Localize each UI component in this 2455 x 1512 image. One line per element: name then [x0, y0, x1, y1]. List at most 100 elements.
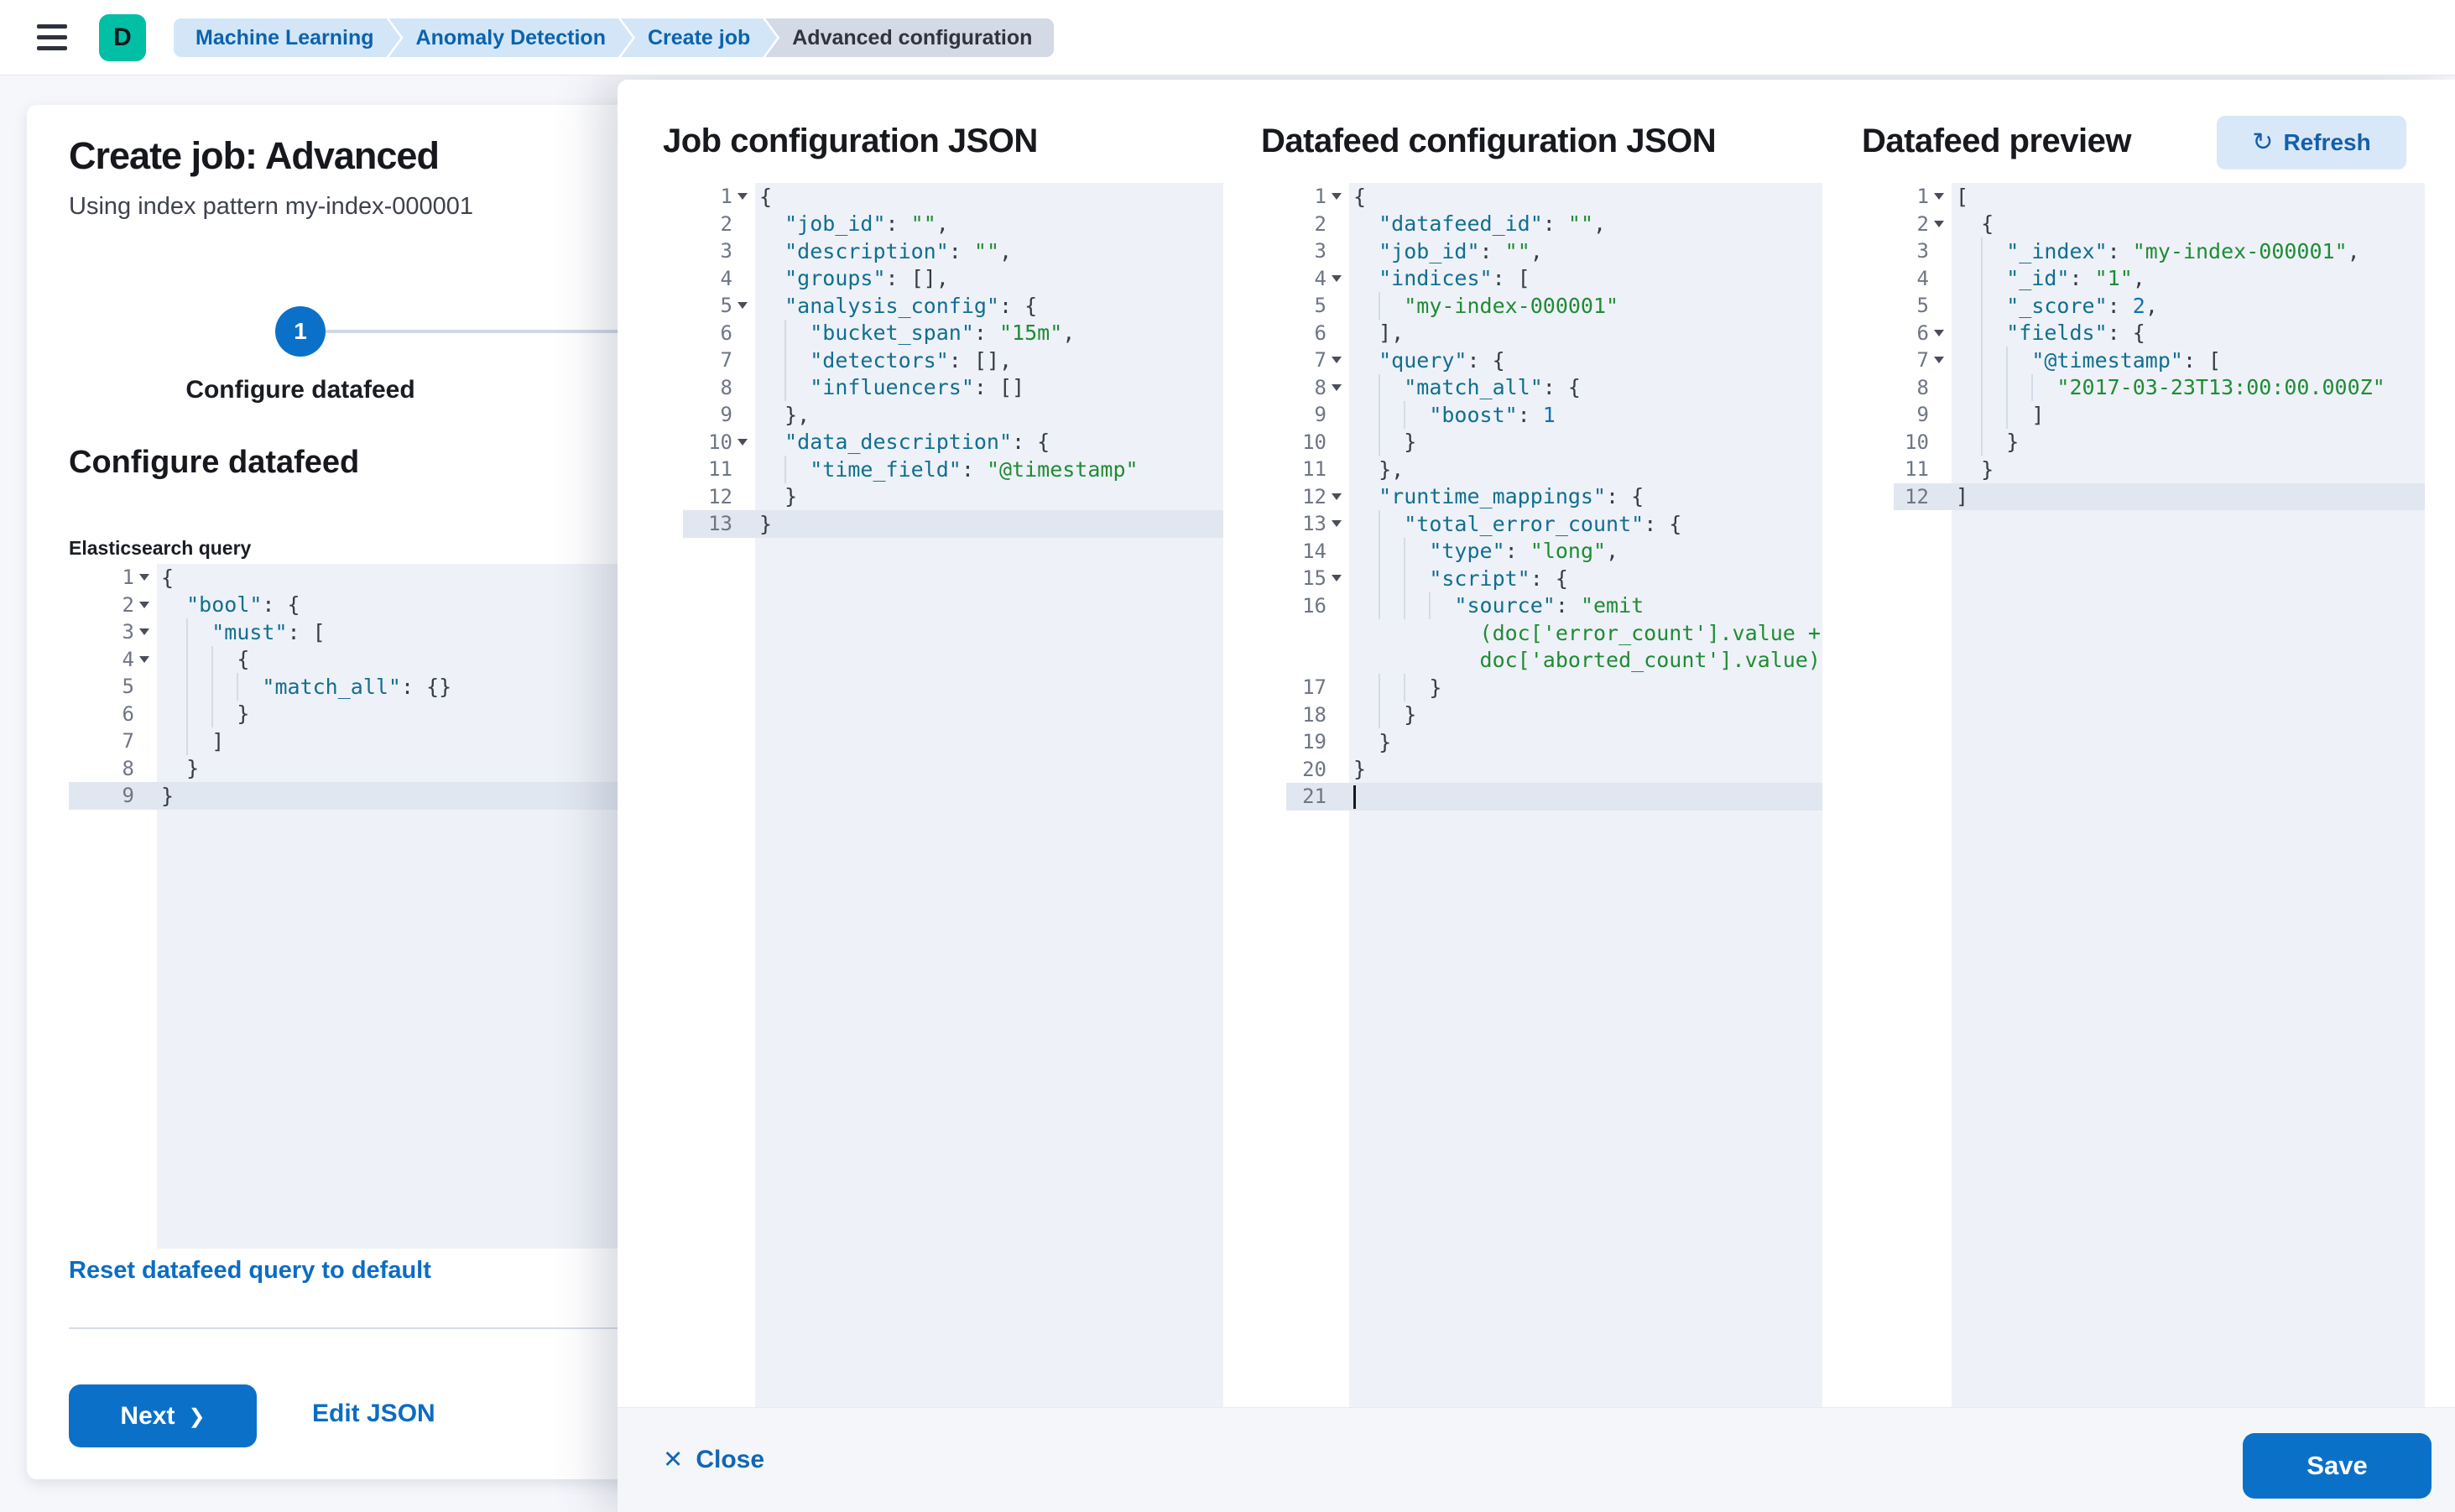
fold-caret-icon[interactable]	[1332, 357, 1342, 364]
step-1-label: Configure datafeed	[185, 376, 415, 404]
code-line: doc['aborted_count'].value)"	[1479, 648, 1822, 673]
code-line: 2 "datafeed_id": "",	[1314, 211, 1607, 237]
code-line: 7 "query": {	[1314, 347, 1505, 373]
code-line: 1{	[720, 184, 773, 209]
code-line: 2 {	[1916, 211, 1994, 237]
panel-divider	[69, 1327, 618, 1329]
code-line: 10 }	[1905, 428, 2020, 456]
fold-caret-icon[interactable]	[1934, 329, 1944, 336]
code-line: 1[	[1916, 184, 1969, 209]
page-subtitle: Using index pattern my-index-000001	[69, 193, 473, 220]
job-configuration-editor[interactable]: 1{2 "job_id": "",3 "description": "", 4 "…	[683, 183, 1223, 1407]
breadcrumb-item[interactable]: Create job	[621, 18, 777, 57]
code-line: 7 "@timestamp": [	[1916, 347, 2222, 374]
code-line: 2 "job_id": "",	[720, 211, 949, 237]
fold-caret-icon[interactable]	[1332, 575, 1342, 582]
breadcrumb-item[interactable]: Machine Learning	[174, 18, 401, 57]
code-line: 17 }	[1302, 674, 1442, 701]
code-line: 3 "must": [	[122, 618, 326, 646]
code-line: 9 ]	[1916, 401, 2045, 429]
fold-caret-icon[interactable]	[139, 655, 149, 663]
code-line: 9 "boost": 1	[1314, 401, 1556, 429]
fold-caret-icon[interactable]	[1332, 193, 1342, 201]
code-line: 20}	[1302, 757, 1367, 782]
datafeed-configuration-editor[interactable]: 1{2 "datafeed_id": "",3 "job_id": "",4 "…	[1286, 183, 1822, 1407]
code-line: 11 },	[1302, 456, 1405, 482]
fold-caret-icon[interactable]	[139, 601, 149, 608]
code-line: 5 "my-index-000001"	[1314, 292, 1619, 320]
code-line: 21	[1286, 783, 1822, 811]
code-line: 19 }	[1302, 729, 1392, 754]
code-line: 11 }	[1905, 456, 1994, 482]
code-line: (doc['error_count'].value +	[1479, 620, 1821, 645]
code-line: 12]	[1894, 482, 2425, 510]
reset-datafeed-query-link[interactable]: Reset datafeed query to default	[69, 1257, 431, 1284]
code-line: 5 "analysis_config": {	[720, 293, 1038, 318]
chevron-right-icon: ❯	[188, 1405, 206, 1428]
code-line: 13 "total_error_count": {	[1302, 510, 1682, 538]
code-line: 6 "bucket_span": "15m",	[720, 319, 1076, 347]
fold-caret-icon[interactable]	[738, 302, 748, 310]
code-line: 12 }	[708, 484, 798, 509]
code-line: 5 "_score": 2,	[1916, 292, 2158, 320]
datafeed-preview-editor[interactable]: 1[2 {3 "_index": "my-index-000001",4 "_i…	[1894, 183, 2425, 1407]
elasticsearch-query-label: Elasticsearch query	[69, 537, 252, 559]
fold-caret-icon[interactable]	[1332, 520, 1342, 528]
fold-caret-icon[interactable]	[1934, 357, 1944, 364]
fold-caret-icon[interactable]	[139, 574, 149, 581]
save-button[interactable]: Save	[2243, 1433, 2432, 1499]
page-title: Create job: Advanced	[69, 134, 440, 177]
close-icon: ✕	[663, 1447, 684, 1473]
next-button[interactable]: Next ❯	[69, 1384, 257, 1447]
fold-caret-icon[interactable]	[738, 193, 748, 201]
fold-caret-icon[interactable]	[1934, 220, 1944, 227]
code-line: 7 "detectors": [],	[720, 347, 1013, 374]
code-line: 6 }	[122, 700, 250, 727]
fold-caret-icon[interactable]	[1934, 193, 1944, 201]
code-line: 14 "type": "long",	[1302, 537, 1619, 565]
flyout-footer	[618, 1407, 2455, 1512]
breadcrumb-item[interactable]: Advanced configuration	[765, 18, 1055, 57]
refresh-button[interactable]: ↻ Refresh	[2217, 116, 2406, 169]
code-line: 3 "description": "",	[720, 238, 1013, 263]
code-line: 8 "match_all": {	[1314, 373, 1581, 401]
datafeed-preview-title: Datafeed preview	[1862, 123, 2132, 159]
fold-caret-icon[interactable]	[139, 628, 149, 636]
code-line: 10 "data_description": {	[708, 430, 1050, 455]
menu-icon[interactable]	[37, 24, 67, 51]
code-line: 8 }	[122, 756, 200, 781]
space-avatar[interactable]: D	[99, 14, 146, 61]
code-line: 6 "fields": {	[1916, 319, 2145, 347]
fold-caret-icon[interactable]	[1332, 274, 1342, 282]
code-line: 15 "script": {	[1302, 565, 1568, 592]
step-1-indicator[interactable]: 1	[275, 306, 326, 357]
close-button[interactable]: ✕ Close	[663, 1407, 764, 1512]
code-line: 8 "influencers": []	[720, 373, 1025, 401]
code-line: 4 "groups": [],	[720, 266, 949, 291]
code-line: 16 "source": "emit	[1302, 592, 1644, 619]
datafeed-config-title: Datafeed configuration JSON	[1261, 123, 1717, 159]
code-line: 2 "bool": {	[122, 592, 300, 618]
code-line: 7 ]	[122, 727, 225, 755]
code-line: 13}	[683, 510, 1223, 538]
next-button-label: Next	[120, 1401, 175, 1430]
elasticsearch-query-editor[interactable]: 1{2 "bool": {3 "must": [4 {5 "match_all"…	[69, 564, 619, 1249]
fold-caret-icon[interactable]	[1332, 493, 1342, 500]
code-line: 3 "job_id": "",	[1314, 238, 1543, 263]
fold-caret-icon[interactable]	[1332, 383, 1342, 391]
code-line: 9 },	[720, 402, 811, 427]
code-line: 11 "time_field": "@timestamp"	[708, 456, 1139, 483]
code-line: 1{	[1314, 184, 1367, 209]
code-line: 12 "runtime_mappings": {	[1302, 484, 1644, 509]
code-line: 1{	[122, 565, 175, 590]
fold-caret-icon[interactable]	[738, 438, 748, 446]
job-config-title: Job configuration JSON	[663, 123, 1038, 159]
code-line: 6 ],	[1314, 321, 1405, 346]
breadcrumb-item[interactable]: Anomaly Detection	[389, 18, 633, 57]
code-line: 10 }	[1302, 428, 1417, 456]
edit-json-link[interactable]: Edit JSON	[312, 1400, 435, 1427]
code-line: 18 }	[1302, 701, 1417, 728]
